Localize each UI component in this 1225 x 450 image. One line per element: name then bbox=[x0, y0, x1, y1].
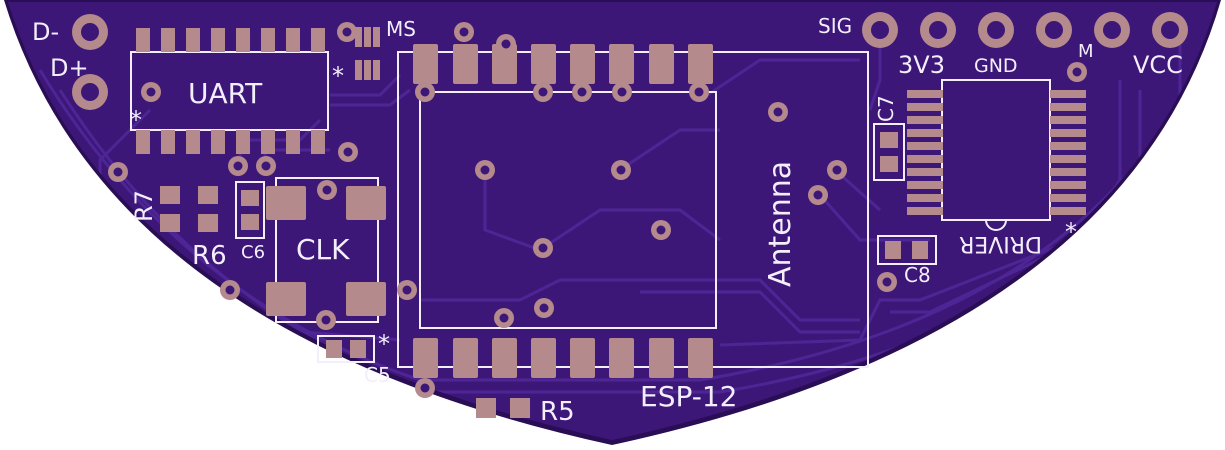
d-plus-label: D+ bbox=[50, 54, 89, 82]
driver-pin1-marker: * bbox=[1065, 218, 1077, 246]
esp12-label: ESP-12 bbox=[640, 380, 737, 413]
c8-label: C8 bbox=[904, 263, 931, 287]
3v3-label: 3V3 bbox=[898, 51, 945, 79]
r5-resistor: R5 bbox=[476, 397, 575, 427]
d-minus-label: D- bbox=[32, 18, 59, 46]
driver-right-pads bbox=[1050, 90, 1086, 215]
sig-label: SIG bbox=[818, 14, 852, 38]
clk-label: CLK bbox=[296, 233, 350, 266]
r7-label: R7 bbox=[130, 190, 158, 222]
c7-label: C7 bbox=[874, 95, 898, 122]
ms-marker: * bbox=[332, 62, 344, 90]
clk-crystal: CLK bbox=[266, 177, 386, 323]
uart-label: UART bbox=[188, 77, 263, 110]
esp12-pin1-marker: * bbox=[378, 330, 390, 358]
vias bbox=[108, 22, 1087, 398]
usb-pads: D- D+ bbox=[32, 14, 108, 110]
gnd-label: GND bbox=[974, 55, 1018, 77]
esp12-module: Antenna ESP-12 * bbox=[378, 44, 869, 413]
r6-resistor: R6 bbox=[192, 186, 227, 271]
m-label: M bbox=[1078, 41, 1094, 62]
c6-label: C6 bbox=[241, 242, 265, 263]
antenna-label: Antenna bbox=[763, 161, 798, 287]
esp12-top-pads bbox=[413, 44, 713, 84]
c8-capacitor: C8 bbox=[877, 235, 937, 287]
uart-top-pads bbox=[136, 28, 325, 52]
board-substrate bbox=[8, 2, 1217, 440]
driver-chip: DRIVER * bbox=[907, 79, 1086, 256]
r6-label: R6 bbox=[192, 241, 227, 271]
r7-resistor: R7 bbox=[130, 186, 180, 232]
vcc-label: VCC bbox=[1133, 51, 1183, 79]
uart-pin1-marker: * bbox=[130, 106, 142, 134]
c5-label: C5 bbox=[364, 363, 391, 387]
c6-capacitor: C6 bbox=[235, 181, 265, 263]
esp12-bottom-pads bbox=[413, 338, 713, 378]
uart-bottom-pads bbox=[136, 130, 325, 154]
uart-chip: UART * bbox=[130, 28, 329, 154]
driver-left-pads bbox=[907, 90, 943, 215]
c7-capacitor: C7 bbox=[873, 95, 905, 181]
driver-label: DRIVER bbox=[959, 231, 1042, 256]
ms-jumper: MS * bbox=[332, 17, 416, 90]
connector-header: SIG 3V3 GND M VCC bbox=[818, 12, 1188, 79]
r5-label: R5 bbox=[540, 397, 575, 427]
ms-label: MS bbox=[386, 17, 416, 41]
c5-capacitor: C5 bbox=[317, 335, 391, 387]
